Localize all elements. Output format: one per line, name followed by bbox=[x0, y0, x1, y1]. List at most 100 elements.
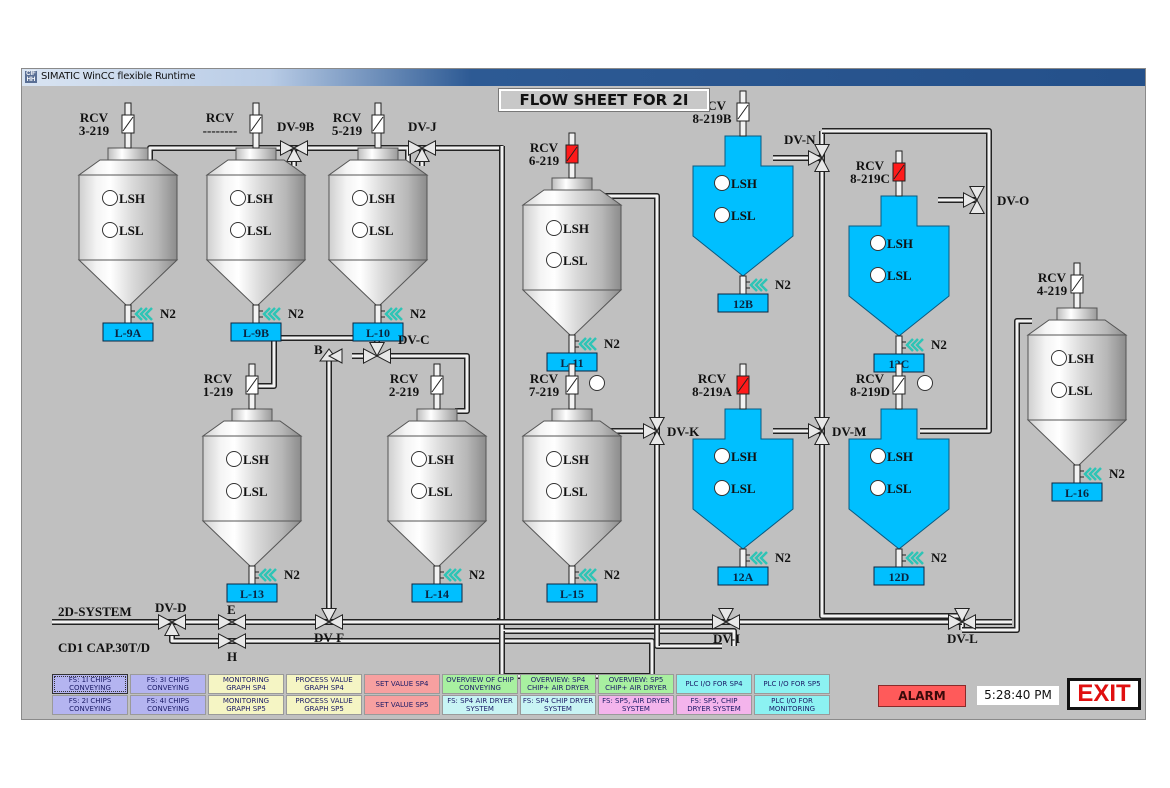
rcv-valve[interactable] bbox=[736, 363, 750, 410]
valve-dv-o[interactable] bbox=[963, 186, 986, 214]
valve-dv-c[interactable] bbox=[363, 342, 391, 365]
valve-h[interactable] bbox=[218, 632, 246, 650]
valve-label: B bbox=[314, 342, 323, 357]
vessel-tag[interactable]: L-10 bbox=[352, 322, 404, 342]
valve-body-bottom bbox=[813, 429, 831, 445]
n2-inlet bbox=[440, 571, 444, 579]
nav-button[interactable]: SET VALUE SP4 bbox=[364, 674, 440, 694]
nav-button[interactable]: FS: 2I CHIPS CONVEYING bbox=[52, 695, 128, 715]
silo-cone bbox=[1026, 419, 1128, 466]
silo-cone bbox=[77, 259, 179, 306]
vessel-tag[interactable]: L-9A bbox=[102, 322, 154, 342]
rcv-valve[interactable] bbox=[892, 363, 906, 410]
valve-body-bottom bbox=[968, 198, 986, 214]
valve-dv-m[interactable] bbox=[808, 417, 831, 445]
rcv-valve[interactable] bbox=[736, 90, 750, 137]
valve-dv-j[interactable] bbox=[408, 139, 436, 162]
nav-button[interactable]: PROCESS VALUE GRAPH SP4 bbox=[286, 674, 362, 694]
nav-button[interactable]: OVERVIEW: SP4 CHIP+ AIR DRYER bbox=[520, 674, 596, 694]
vessel-tag[interactable]: L-11 bbox=[546, 352, 598, 372]
valve-dv-d[interactable] bbox=[158, 613, 186, 636]
rcv-slash bbox=[737, 377, 749, 393]
valve-dv-l[interactable] bbox=[948, 608, 976, 631]
outlet-pipe bbox=[895, 335, 903, 355]
level-switch-label: LSL bbox=[428, 484, 453, 499]
nav-button[interactable]: FS: 4I CHIPS CONVEYING bbox=[130, 695, 206, 715]
rcv-valve[interactable] bbox=[892, 150, 906, 197]
rcv-valve[interactable] bbox=[249, 102, 263, 149]
rcv-valve[interactable] bbox=[565, 363, 579, 410]
level-switch-indicator bbox=[411, 483, 427, 499]
exit-button[interactable]: EXIT bbox=[1067, 678, 1141, 710]
nav-button[interactable]: PLC I/O FOR MONITORING bbox=[754, 695, 830, 715]
alarm-button[interactable]: ALARM bbox=[878, 685, 966, 707]
n2-label: N2 bbox=[469, 567, 485, 582]
nav-button[interactable]: MONITORING GRAPH SP5 bbox=[208, 695, 284, 715]
vessel-tag[interactable]: 12B bbox=[717, 293, 769, 313]
nav-button[interactable]: FS: SP5, CHIP DRYER SYSTEM bbox=[676, 695, 752, 715]
nav-button[interactable]: OVERVIEW OF CHIP CONVEYING bbox=[442, 674, 518, 694]
n2-inlet bbox=[131, 310, 135, 318]
bin-12c[interactable]: LSHLSLN212C bbox=[848, 195, 950, 373]
valve-dv-n[interactable] bbox=[808, 144, 831, 172]
n2-chevron bbox=[583, 337, 592, 351]
level-switch-indicator bbox=[546, 483, 562, 499]
silo-shell bbox=[522, 435, 622, 522]
n2-inlet bbox=[1080, 470, 1084, 478]
silo-shell bbox=[387, 435, 487, 522]
rcv-valve[interactable] bbox=[121, 102, 135, 149]
nav-button[interactable]: PLC I/O FOR SP4 bbox=[676, 674, 752, 694]
rcv-valve[interactable] bbox=[371, 102, 385, 149]
rcv-valve[interactable] bbox=[1070, 262, 1084, 309]
valve-dv-i[interactable] bbox=[712, 608, 740, 631]
valve-body-left bbox=[948, 613, 964, 631]
n2-arrow-icon bbox=[258, 568, 277, 582]
silo-manhole bbox=[551, 408, 593, 422]
vessel-tag[interactable]: 12A bbox=[717, 566, 769, 586]
status-lamp-7-219 bbox=[589, 375, 605, 391]
vessel-tag-label: L-10 bbox=[366, 326, 390, 340]
nav-button[interactable]: FS: SP5, AIR DRYER SYSTEM bbox=[598, 695, 674, 715]
valve-dv-f[interactable] bbox=[315, 608, 343, 631]
level-switch-indicator bbox=[102, 222, 118, 238]
valve-b[interactable] bbox=[319, 348, 343, 364]
valve-label: DV-9B bbox=[277, 119, 315, 134]
vessel-tag[interactable]: L-9B bbox=[230, 322, 282, 342]
nav-button[interactable]: FS: 1I CHIPS CONVEYING bbox=[52, 674, 128, 694]
nav-button[interactable]: FS: SP4 AIR DRYER SYSTEM bbox=[442, 695, 518, 715]
vessel-tag[interactable]: L-14 bbox=[411, 583, 463, 603]
valve-body-right bbox=[230, 613, 246, 631]
nav-button[interactable]: SET VALUE SP5 bbox=[364, 695, 440, 715]
nav-button[interactable]: OVERVIEW: SP5 CHIP+ AIR DRYER bbox=[598, 674, 674, 694]
valve-dv-9b[interactable] bbox=[280, 139, 308, 162]
nav-button[interactable]: MONITORING GRAPH SP4 bbox=[208, 674, 284, 694]
nav-button[interactable]: PROCESS VALUE GRAPH SP5 bbox=[286, 695, 362, 715]
rcv-valve[interactable] bbox=[430, 363, 444, 410]
nav-button[interactable]: FS: 3I CHIPS CONVEYING bbox=[130, 674, 206, 694]
vessel-tag[interactable]: L-15 bbox=[546, 583, 598, 603]
nav-button[interactable]: FS: SP4 CHIP DRYER SYSTEM bbox=[520, 695, 596, 715]
valve-body-right bbox=[292, 139, 308, 157]
valve-e[interactable] bbox=[218, 613, 246, 631]
valve-dv-k[interactable] bbox=[643, 417, 666, 445]
vessel-tag[interactable]: L-13 bbox=[226, 583, 278, 603]
nav-button[interactable]: PLC I/O FOR SP5 bbox=[754, 674, 830, 694]
level-switch-indicator bbox=[714, 480, 730, 496]
rcv-valve[interactable] bbox=[565, 132, 579, 179]
n2-chevron bbox=[759, 278, 768, 292]
vessel-tag[interactable]: 12D bbox=[873, 566, 925, 586]
rcv-valve[interactable] bbox=[245, 363, 259, 410]
vessel-tag[interactable]: L-16 bbox=[1051, 482, 1103, 502]
